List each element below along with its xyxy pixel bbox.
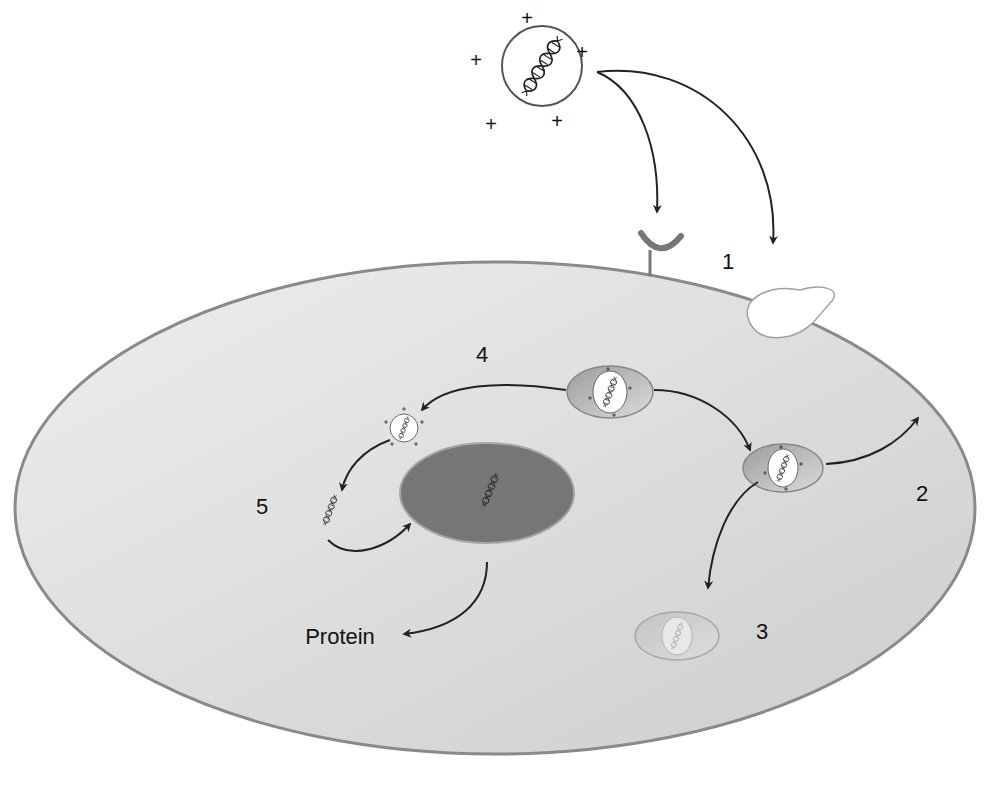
receptor-symbol: [641, 233, 681, 276]
callout-number: 3: [756, 621, 768, 643]
cell-membrane: [15, 262, 975, 754]
nanoparticle: [502, 26, 582, 106]
callout-number: 1: [722, 251, 734, 273]
callout-number: 5: [256, 496, 268, 518]
charge-sign: +: [470, 50, 482, 70]
membrane-pit: [747, 287, 834, 338]
callout-number: 4: [476, 344, 488, 366]
endosome: [567, 366, 653, 418]
charge-sign: +: [551, 111, 563, 131]
charge-sign: +: [521, 8, 533, 28]
degraded-endosome: [635, 612, 719, 660]
pathway-arrows: [328, 71, 918, 634]
product-label: Protein: [305, 626, 375, 648]
nucleus: [400, 443, 574, 543]
callout-number: 2: [916, 483, 928, 505]
charge-sign: +: [576, 42, 588, 62]
free-dna: [322, 494, 339, 526]
charge-sign: +: [485, 114, 497, 134]
